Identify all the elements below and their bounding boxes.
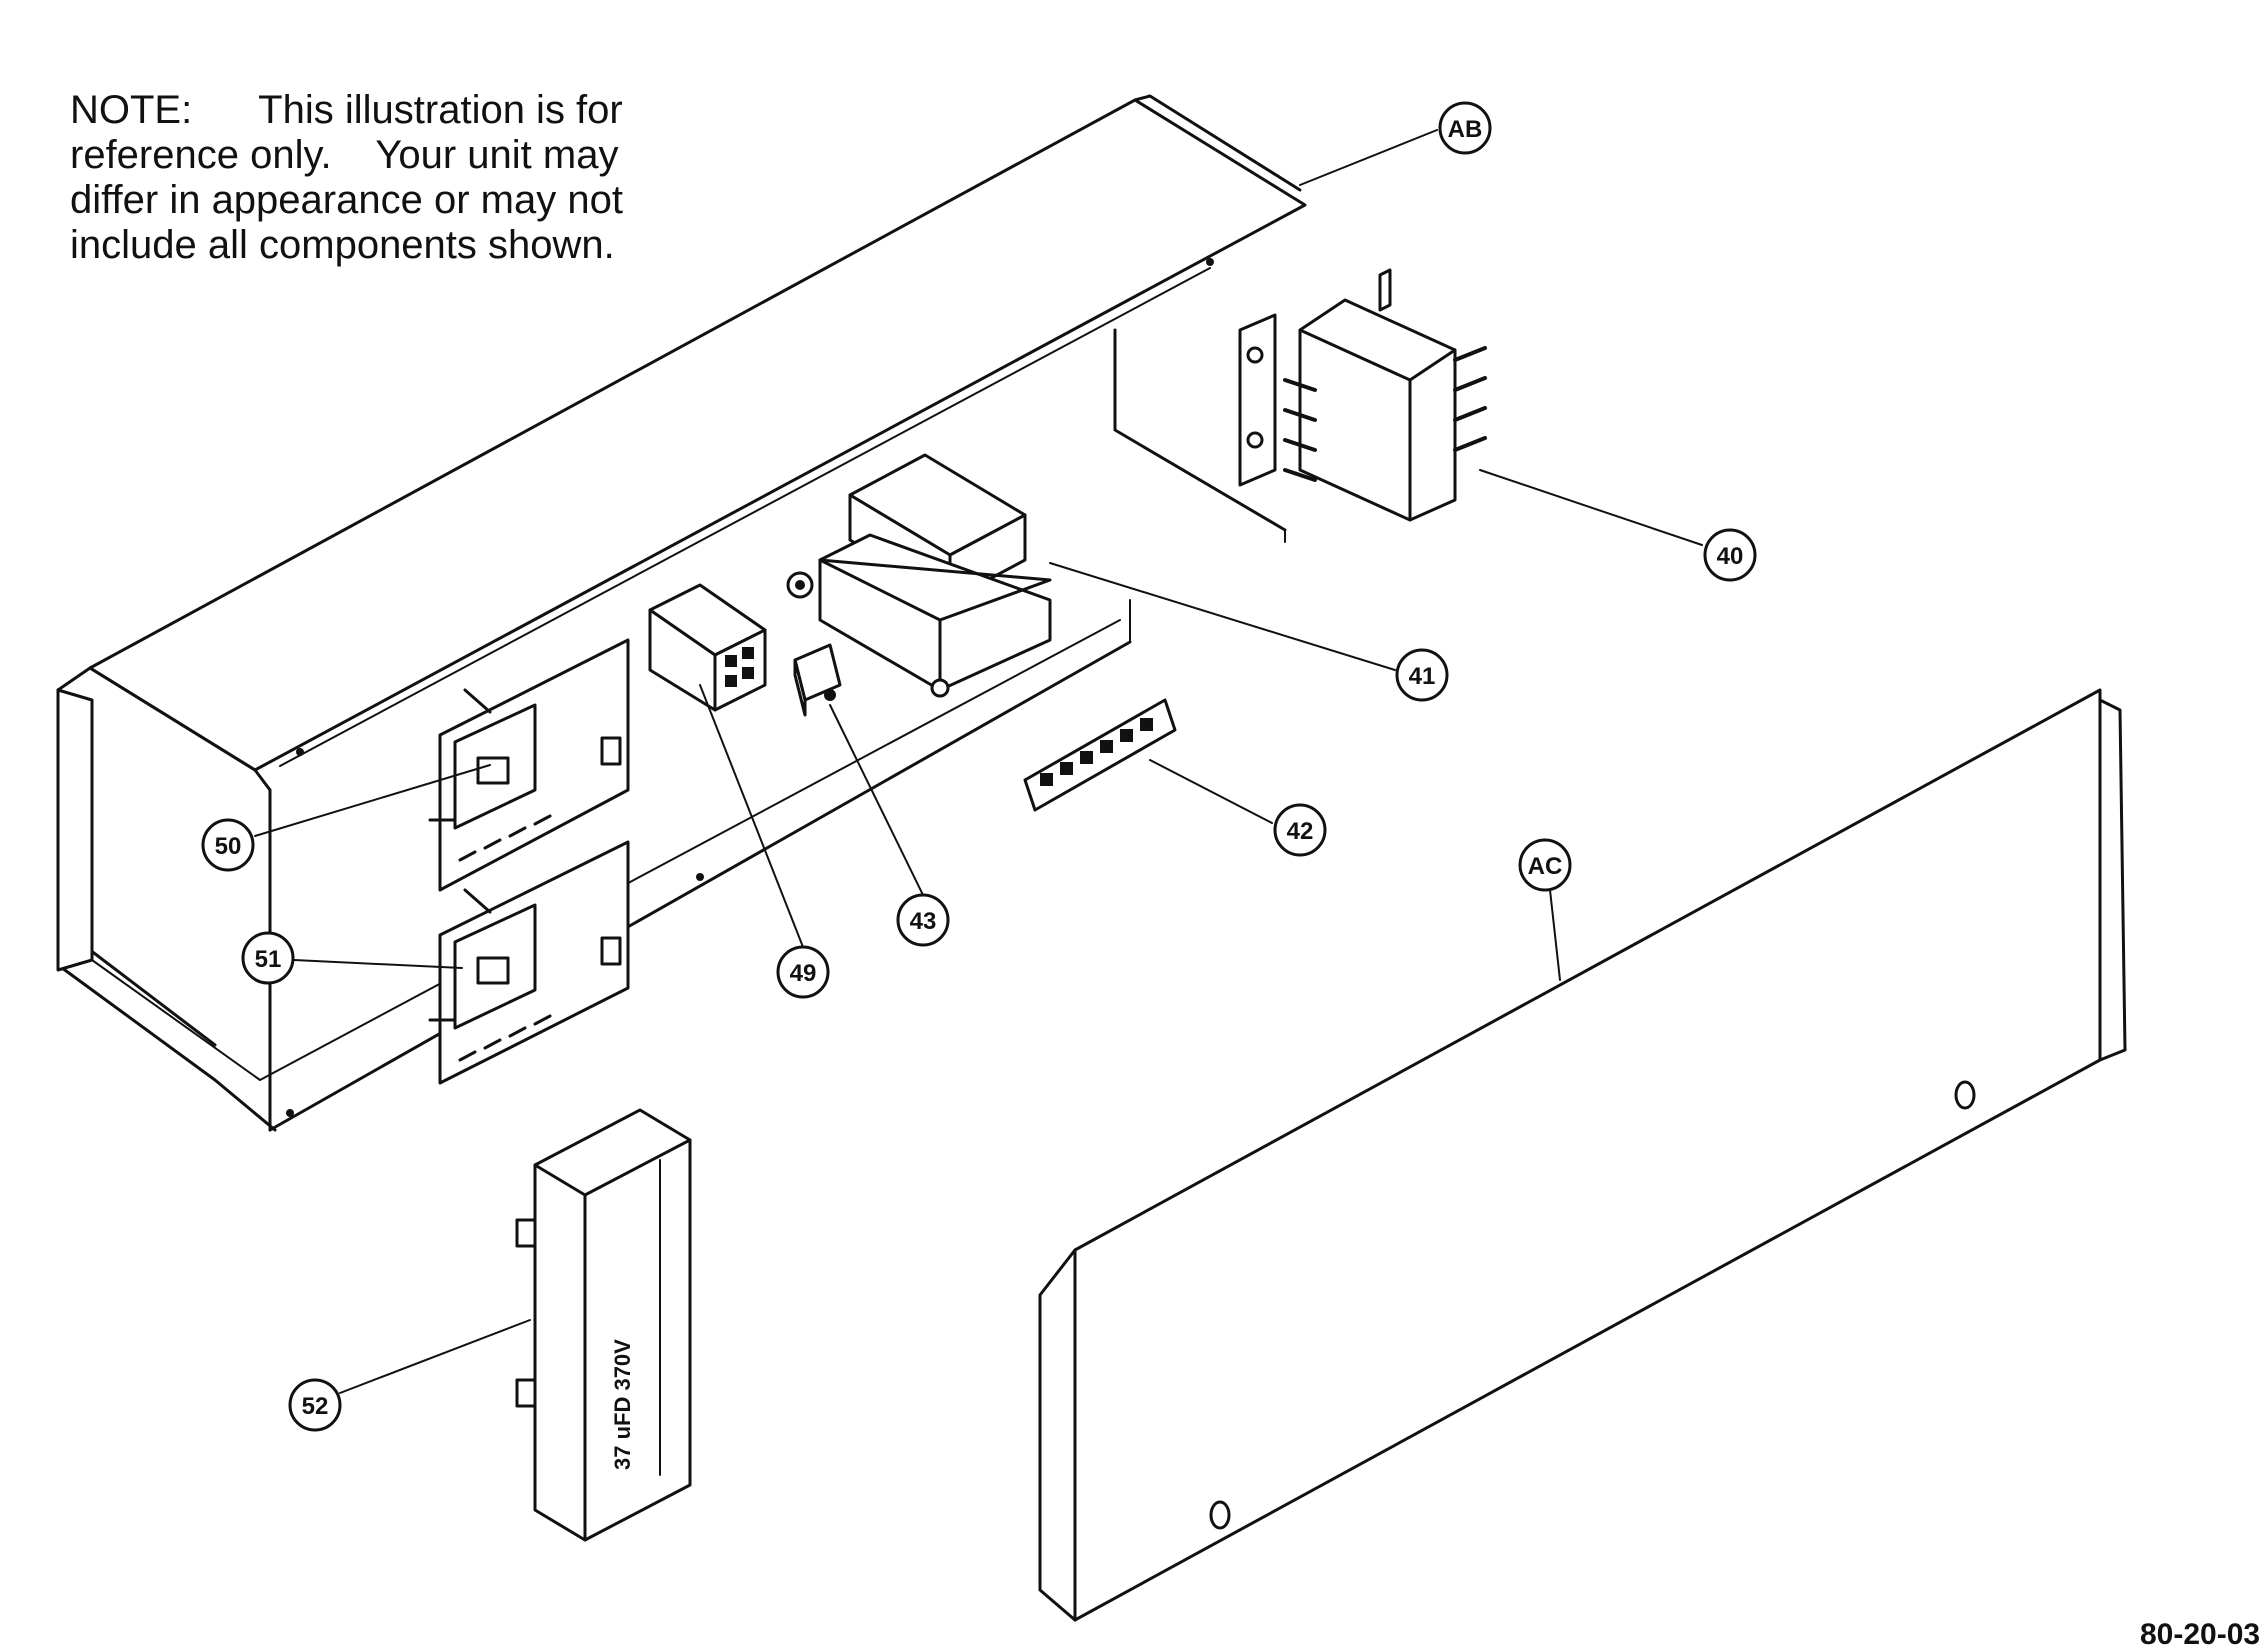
- relay-50: [428, 638, 630, 892]
- component-49: [648, 583, 767, 712]
- svg-text:49: 49: [790, 960, 817, 987]
- callout-42: 42: [1273, 803, 1327, 857]
- control-box: [56, 328, 1287, 1132]
- relay-51: [428, 840, 630, 1085]
- note-line-1: NOTE: This illustration is for: [70, 88, 623, 132]
- callout-49: 49: [776, 945, 830, 999]
- note-line-2: reference only. Your unit may: [70, 133, 619, 177]
- leader-lines: [254, 129, 1703, 1394]
- capacitor-marking: 37 uFD 370V: [610, 1339, 635, 1470]
- note-line-3: differ in appearance or may not: [70, 178, 623, 222]
- component-43: [793, 643, 842, 717]
- svg-text:51: 51: [255, 946, 282, 973]
- callouts: AB 40 41 42 43 49: [201, 101, 1757, 1432]
- callout-41: 41: [1395, 648, 1449, 702]
- svg-text:50: 50: [215, 833, 242, 860]
- svg-text:43: 43: [910, 908, 937, 935]
- svg-text:40: 40: [1717, 543, 1744, 570]
- callout-51: 51: [241, 931, 295, 985]
- callout-43: 43: [896, 893, 950, 947]
- callout-50: 50: [201, 818, 255, 872]
- transformer-41: [786, 453, 1052, 698]
- svg-text:52: 52: [302, 1393, 329, 1420]
- callout-52: 52: [288, 1378, 342, 1432]
- contactor-40: [1238, 268, 1487, 522]
- top-cover: [88, 94, 1307, 792]
- terminal-strip-42: [1023, 698, 1177, 812]
- note-line-4: include all components shown.: [70, 223, 615, 267]
- callout-40: 40: [1703, 528, 1757, 582]
- reference-note: NOTE: This illustration is for reference…: [70, 88, 710, 268]
- svg-text:AC: AC: [1528, 853, 1563, 880]
- drawing-number: 80-20-03: [2140, 1618, 2260, 1651]
- front-panel: [1038, 688, 2127, 1622]
- svg-text:AB: AB: [1448, 116, 1483, 143]
- callout-ac: AC: [1518, 838, 1572, 892]
- svg-text:42: 42: [1287, 818, 1314, 845]
- svg-text:41: 41: [1409, 663, 1436, 690]
- callout-ab: AB: [1438, 101, 1492, 155]
- capacitor-52: 37 uFD 370V: [515, 1108, 692, 1542]
